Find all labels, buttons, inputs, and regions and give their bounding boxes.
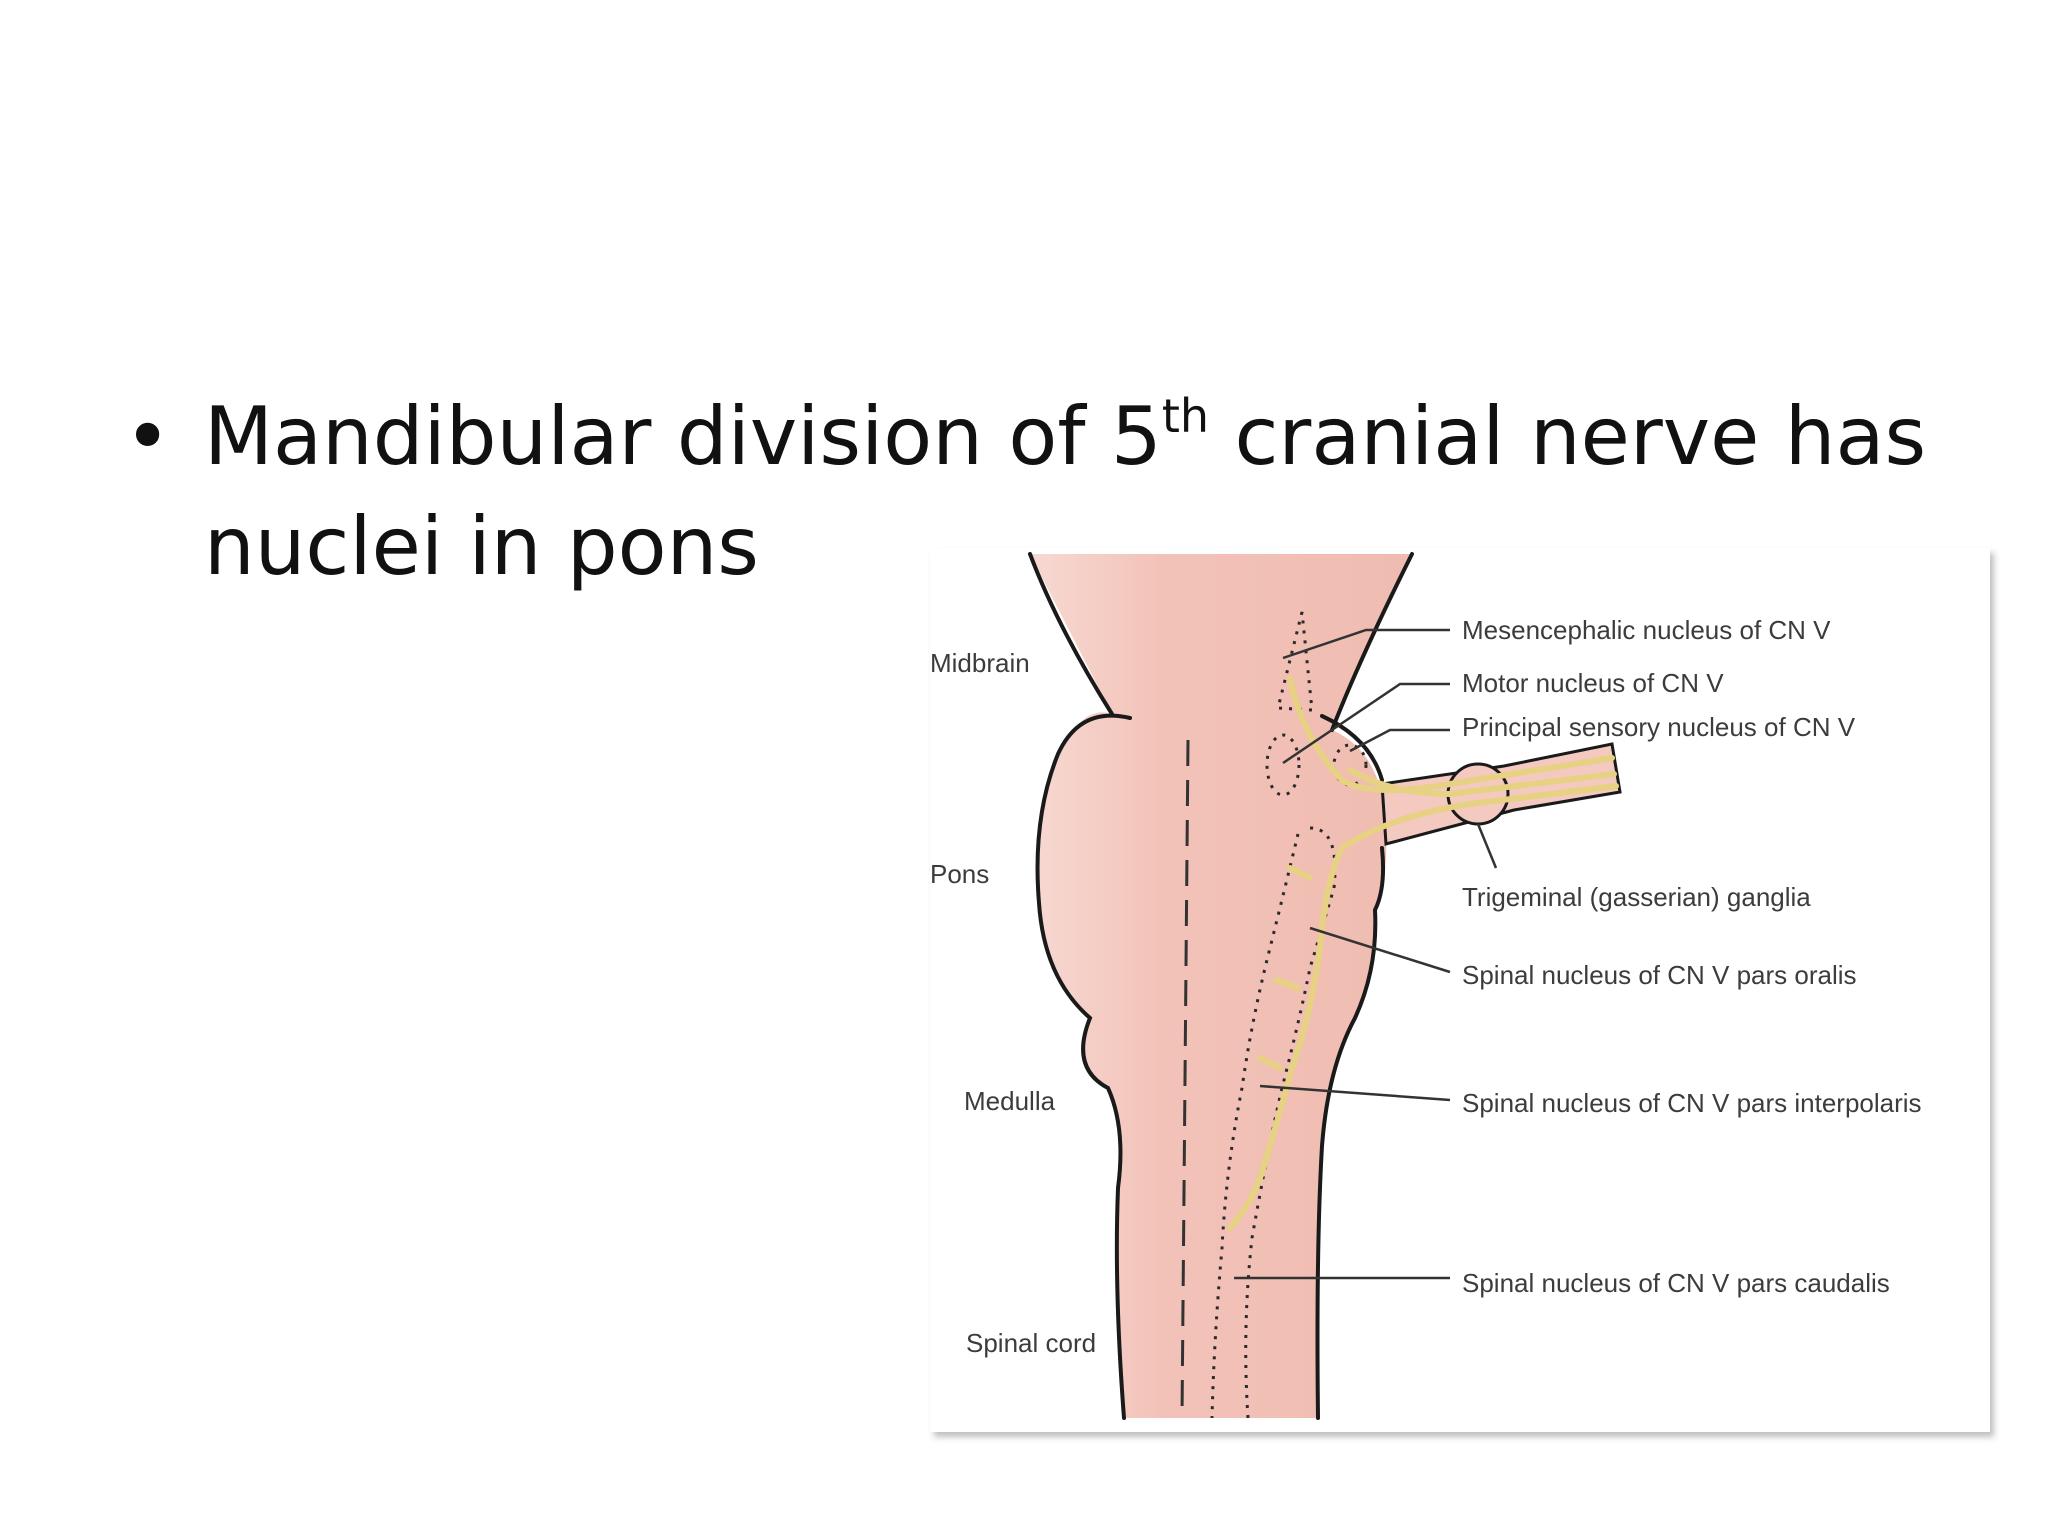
label-midbrain: Midbrain	[930, 648, 1030, 678]
label-spinal-cord: Spinal cord	[966, 1328, 1096, 1358]
bullet-line1-after: cranial nerve has	[1209, 390, 1927, 483]
bullet-line1-before: Mandibular division of 5	[204, 390, 1162, 483]
leader-interpolaris	[1259, 1084, 1451, 1102]
nerve-fiber-branch-1	[1287, 865, 1313, 881]
nerve-fiber-branch-2	[1273, 977, 1301, 991]
bullet-line-2: nuclei in pons	[204, 500, 759, 593]
label-medulla: Medulla	[964, 1086, 1056, 1116]
motor-nucleus-outline	[1265, 733, 1301, 797]
brainstem-diagram: Midbrain Pons Medulla Spinal cord Mesenc…	[930, 552, 1922, 1420]
nerve-fiber-1	[1287, 675, 1615, 794]
callout-mesencephalic: Mesencephalic nucleus of CN V	[1462, 615, 1831, 645]
nucleus-outlines	[1210, 611, 1368, 1419]
leader-principal	[1349, 728, 1450, 753]
callout-pars-oralis: Spinal nucleus of CN V pars oralis	[1462, 960, 1857, 990]
leader-mesencephalic	[1282, 628, 1450, 660]
trigeminal-nuclei-figure: Midbrain Pons Medulla Spinal cord Mesenc…	[930, 548, 1990, 1432]
leader-oralis	[1309, 926, 1451, 974]
brainstem-silhouette	[1030, 554, 1412, 1418]
spinal-nucleus-outline	[1210, 826, 1337, 1419]
bullet-line-1: Mandibular division of 5th cranial nerve…	[204, 382, 1926, 492]
bullet-dot: •	[124, 390, 172, 483]
right-contour-line	[1315, 552, 1414, 1420]
left-contour-line	[1028, 552, 1132, 1420]
bullet-text: Mandibular division of 5th cranial nerve…	[204, 382, 1926, 602]
callout-ganglia: Trigeminal (gasserian) ganglia	[1462, 882, 1811, 912]
callout-principal-sensory: Principal sensory nucleus of CN V	[1462, 712, 1856, 742]
nerve-fiber-2	[1347, 767, 1617, 798]
mesencephalic-nucleus-outline	[1276, 611, 1314, 712]
leader-lines	[1234, 628, 1498, 1280]
callout-pars-caudalis: Spinal nucleus of CN V pars caudalis	[1462, 1268, 1890, 1298]
callout-pars-interpolaris: Spinal nucleus of CN V pars interpolaris	[1462, 1088, 1922, 1118]
nerve-fiber-3	[1227, 783, 1619, 1231]
label-pons: Pons	[930, 859, 989, 889]
ordinal-suffix: th	[1161, 389, 1210, 443]
leader-ganglia	[1476, 823, 1498, 869]
callout-motor: Motor nucleus of CN V	[1462, 668, 1724, 698]
principal-sensory-nucleus-outline	[1332, 743, 1368, 787]
leader-motor	[1282, 682, 1450, 765]
trigeminal-nerve	[1227, 675, 1622, 1231]
nerve-fiber-branch-3	[1257, 1055, 1283, 1071]
midline	[1180, 739, 1190, 1419]
